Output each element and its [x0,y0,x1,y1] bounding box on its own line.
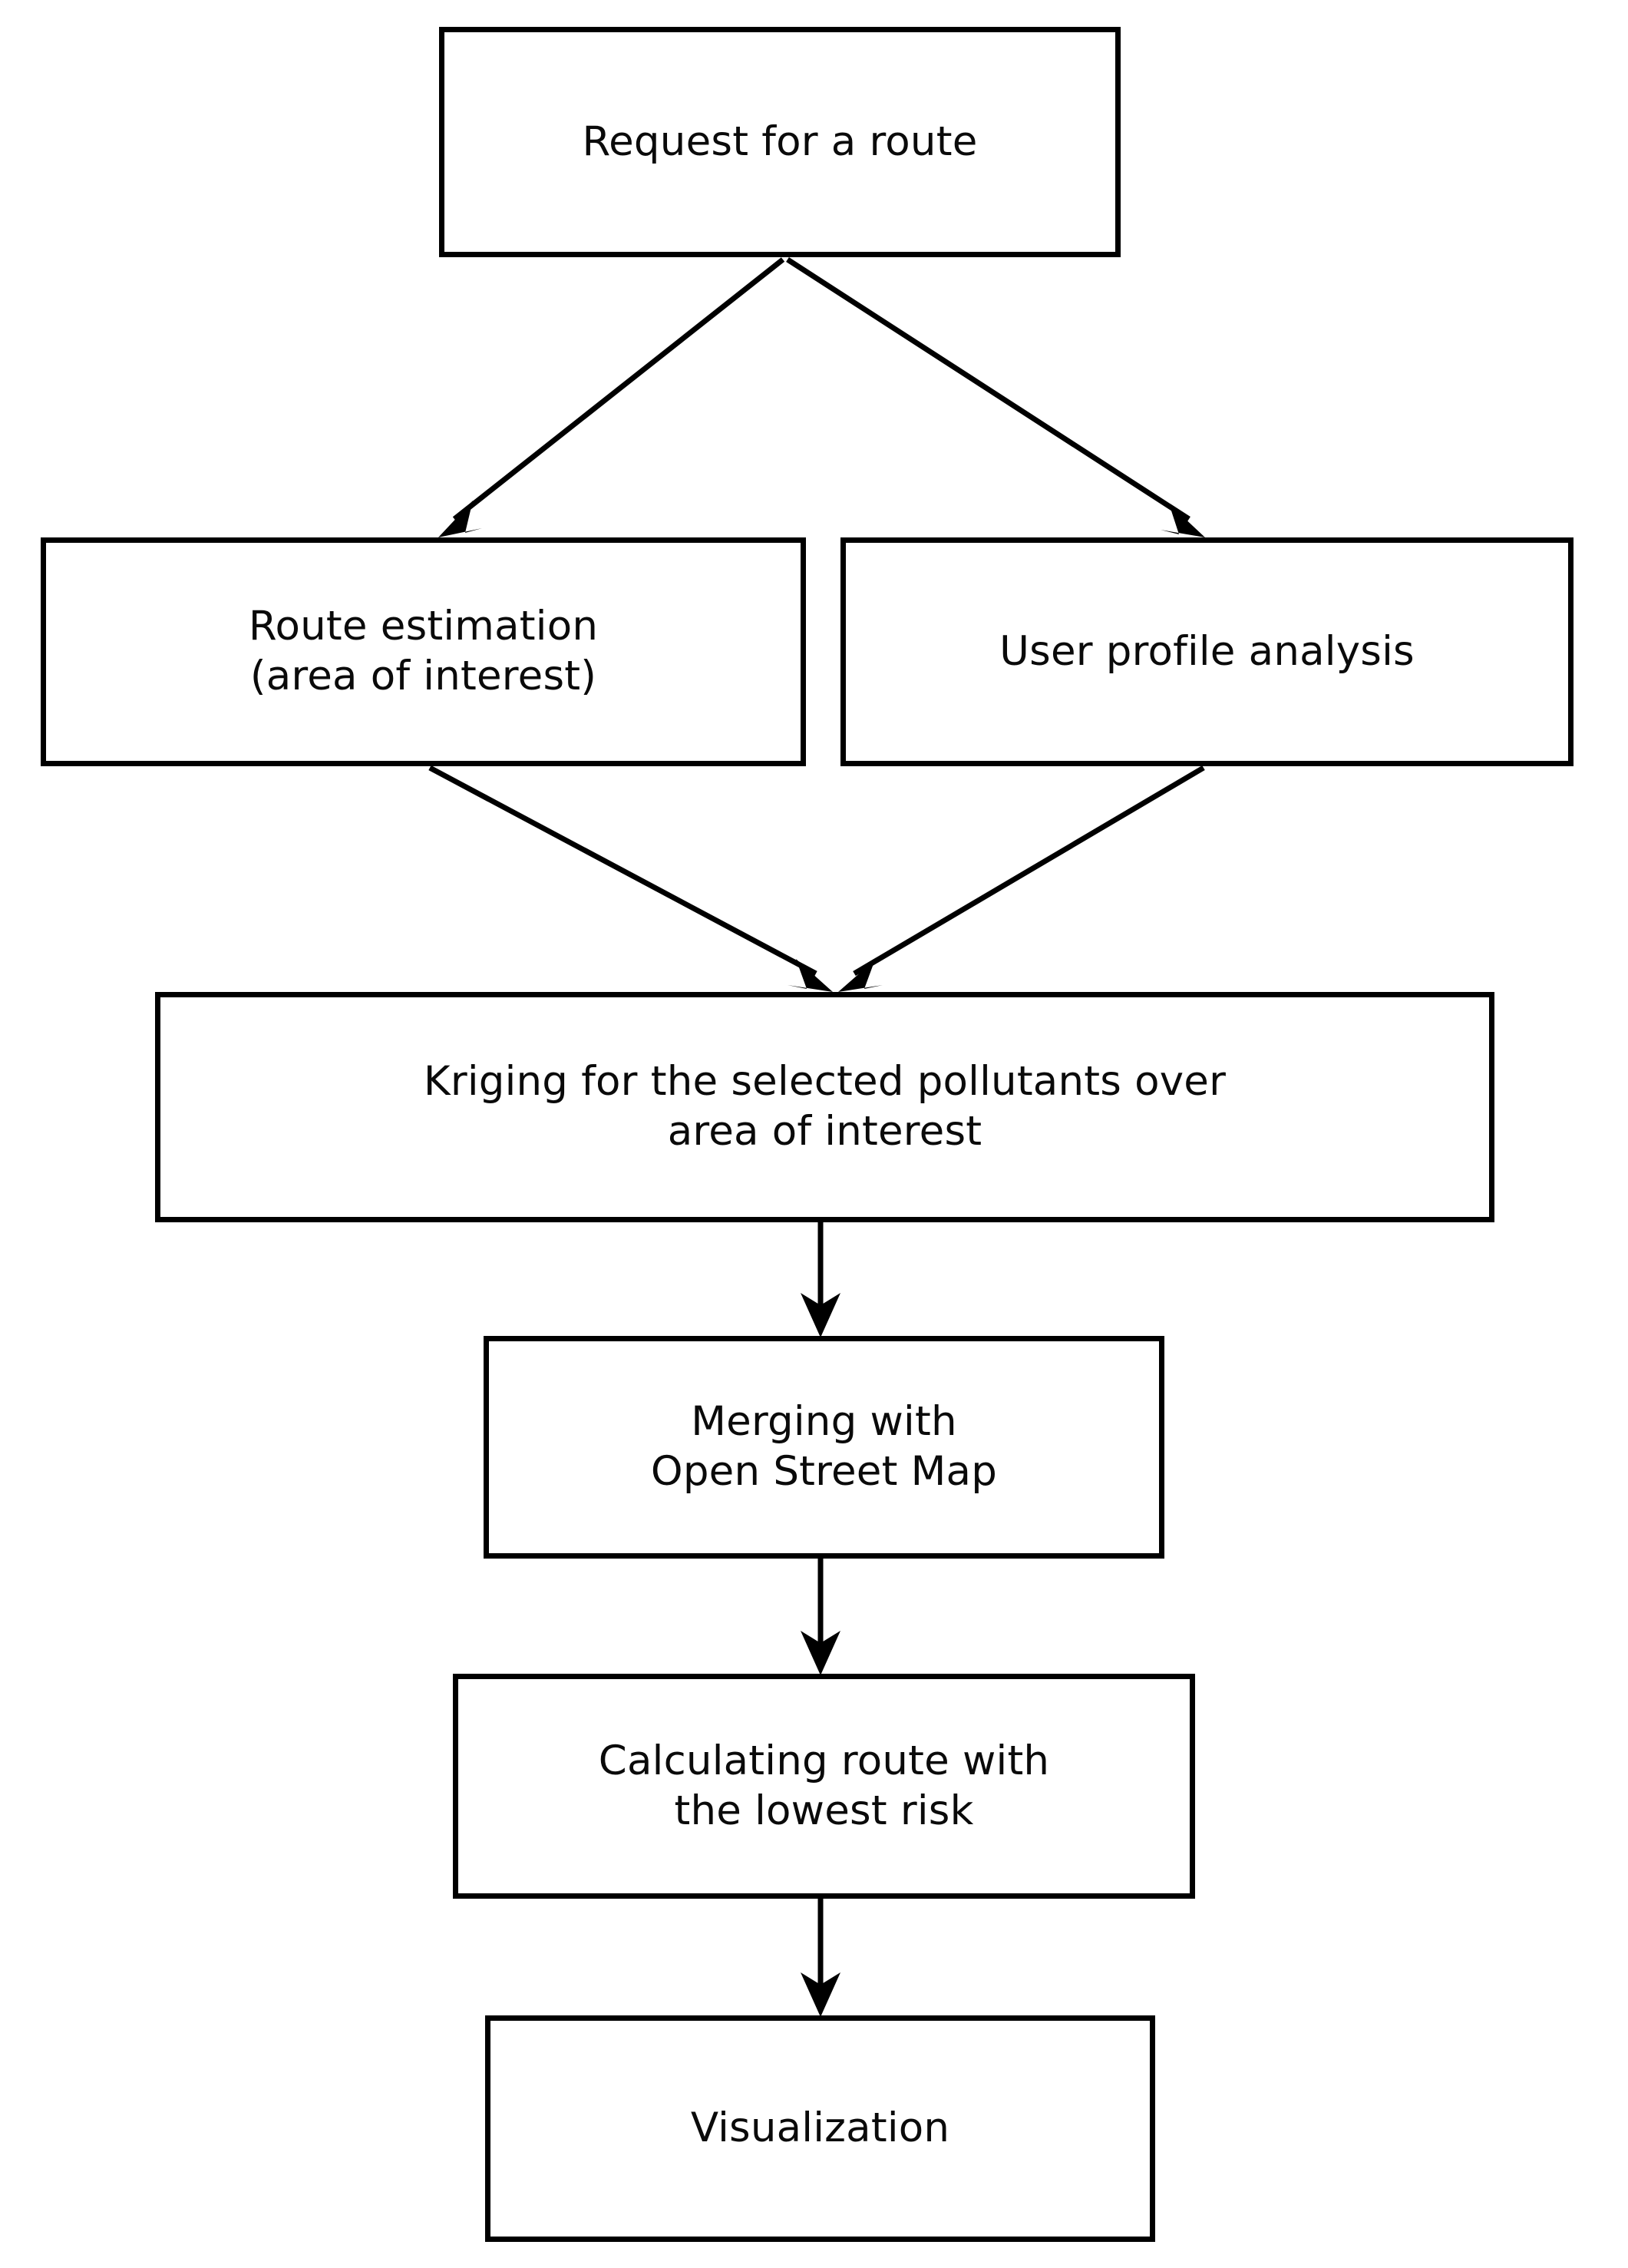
node-visualization[interactable]: Visualization [485,2015,1155,2242]
edge-merging-to-calculating [801,1559,840,1675]
node-request-for-a-route[interactable]: Request for a route [439,27,1121,257]
node-label: Merging with Open Street Map [650,1398,998,1495]
node-label: Route estimation (area of interest) [248,603,599,699]
edge-request-to-user-profile [786,257,1205,537]
node-label: Calculating route with the lowest risk [598,1737,1050,1834]
node-kriging-for-selected-pollutants[interactable]: Kriging for the selected pollutants over… [155,992,1494,1222]
edge-user-profile-to-kriging [838,765,1205,992]
node-calculating-route-lowest-risk[interactable]: Calculating route with the lowest risk [453,1674,1195,1899]
node-user-profile-analysis[interactable]: User profile analysis [840,537,1574,766]
node-merging-with-open-street-map[interactable]: Merging with Open Street Map [484,1336,1164,1559]
edge-request-to-route-estimation [438,257,785,537]
node-label: Request for a route [582,117,978,165]
node-label: Kriging for the selected pollutants over… [423,1058,1227,1155]
edge-route-estimation-to-kriging [428,765,833,992]
node-label: Visualization [690,2104,950,2152]
edge-kriging-to-merging [801,1222,840,1337]
node-route-estimation[interactable]: Route estimation (area of interest) [41,537,806,766]
edge-calculating-to-visualization [801,1899,840,2017]
node-label: User profile analysis [999,627,1415,675]
